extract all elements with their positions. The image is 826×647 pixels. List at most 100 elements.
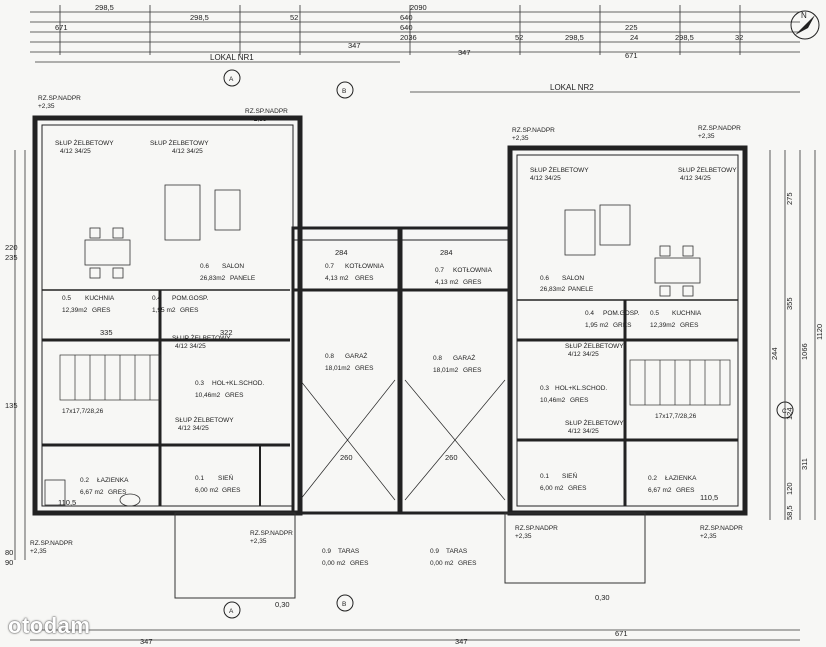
dim-top-13: 32 xyxy=(735,33,743,42)
room-label-sien-1: 0.1 SIEŃ 6,00 m2 GRES xyxy=(195,473,241,494)
svg-text:SALON: SALON xyxy=(222,263,244,270)
svg-text:GRES: GRES xyxy=(568,485,587,492)
right-dimension-lines xyxy=(769,150,816,520)
svg-text:+2,35: +2,35 xyxy=(250,116,267,123)
annotation-rz-nadpr-1: RZ.SP.NADPR +2,35 xyxy=(38,95,81,110)
svg-text:RZ.SP.NADPR: RZ.SP.NADPR xyxy=(515,525,558,532)
dim-top-3: 2090 xyxy=(410,3,427,12)
dim-110-5-right: 110,5 xyxy=(700,493,718,502)
left-dimension-lines xyxy=(14,150,26,560)
svg-text:0.8: 0.8 xyxy=(433,355,442,362)
dim-right-1: 275 xyxy=(785,192,794,205)
annotation-slup-3: SŁUP ŻELBETOWY 4/12 34/25 xyxy=(172,333,231,350)
svg-text:6,00 m2: 6,00 m2 xyxy=(195,487,219,494)
dim-top-16: 347 xyxy=(348,41,361,50)
dim-right-4: 1120 xyxy=(815,324,824,340)
room-label-kuchnia-2: 0.5 KUCHNIA 12,39m2 GRES xyxy=(650,310,702,329)
svg-text:0,00 m2: 0,00 m2 xyxy=(430,560,454,567)
svg-text:GRES: GRES xyxy=(225,392,244,399)
svg-text:SŁUP ŻELBETOWY: SŁUP ŻELBETOWY xyxy=(150,138,209,147)
annotation-rz-nadpr-5: RZ.SP.NADPR +2,35 xyxy=(250,530,293,545)
room-label-kotlownia-2: 0.7 KOTŁOWNIA 4,13 m2 GRES xyxy=(435,267,493,286)
svg-text:TARAS: TARAS xyxy=(446,548,468,555)
dim-335: 335 xyxy=(100,328,113,337)
dim-top-8: 2036 xyxy=(400,33,417,42)
svg-text:0.5: 0.5 xyxy=(650,310,659,317)
dim-top-11: 24 xyxy=(630,33,638,42)
svg-text:POM.GOSP.: POM.GOSP. xyxy=(603,310,640,317)
dim-bottom-1: 347 xyxy=(140,637,153,646)
svg-text:4,13 m2: 4,13 m2 xyxy=(325,275,349,282)
svg-text:SŁUP ŻELBETOWY: SŁUP ŻELBETOWY xyxy=(172,333,231,342)
svg-text:GARAŻ: GARAŻ xyxy=(453,353,475,362)
svg-text:SŁUP ŻELBETOWY: SŁUP ŻELBETOWY xyxy=(565,418,624,427)
dim-top-2: 298,5 xyxy=(190,13,209,22)
svg-text:SALON: SALON xyxy=(562,275,584,282)
svg-text:+2,35: +2,35 xyxy=(38,103,55,110)
dim-top-7: 640 xyxy=(400,23,413,32)
dim-top-5: 52 xyxy=(290,13,298,22)
stairs-label-1: 17x17,7/28,26 xyxy=(62,408,104,415)
svg-text:GRES: GRES xyxy=(463,279,482,286)
dim-left-5: 90 xyxy=(5,558,13,567)
svg-text:10,46m2: 10,46m2 xyxy=(195,392,221,399)
sofa-unit-1 xyxy=(164,184,241,241)
svg-text:+2,35: +2,35 xyxy=(30,548,47,555)
dim-left-3: 135 xyxy=(5,401,18,410)
svg-text:+2,35: +2,35 xyxy=(250,538,267,545)
svg-text:RZ.SP.NADPR: RZ.SP.NADPR xyxy=(245,108,288,115)
svg-text:C: C xyxy=(782,408,787,415)
svg-text:4/12 34/25: 4/12 34/25 xyxy=(178,425,209,432)
annotation-slup-5: SŁUP ŻELBETOWY 4/12 34/25 xyxy=(530,165,589,182)
room-label-kotlownia-1: 0.7 KOTŁOWNIA 4,13 m2 GRES xyxy=(325,263,385,282)
dim-top-15: 671 xyxy=(625,51,638,60)
svg-text:SIEŃ: SIEŃ xyxy=(562,471,577,480)
room-label-salon-1: 0.6 SALON 26,83m2 PANELE xyxy=(200,263,256,282)
dim-260-right: 260 xyxy=(445,453,458,462)
svg-text:18,01m2: 18,01m2 xyxy=(325,365,351,372)
svg-text:SŁUP ŻELBETOWY: SŁUP ŻELBETOWY xyxy=(678,165,737,174)
room-label-lazienka-2: 0.2 ŁAZIENKA 6,67 m2 GRES xyxy=(648,475,697,494)
svg-text:B: B xyxy=(342,601,346,608)
svg-text:RZ.SP.NADPR: RZ.SP.NADPR xyxy=(38,95,81,102)
bottom-dimension-lines xyxy=(30,629,800,641)
svg-text:A: A xyxy=(229,76,234,83)
dim-0-30-left: 0,30 xyxy=(275,600,290,609)
svg-text:GARAŻ: GARAŻ xyxy=(345,351,367,360)
svg-text:0.2: 0.2 xyxy=(648,475,657,482)
svg-text:1,95 m2: 1,95 m2 xyxy=(152,307,176,314)
svg-text:0.7: 0.7 xyxy=(325,263,334,270)
annotation-rz-nadpr-4: RZ.SP.NADPR +2,35 xyxy=(698,125,741,140)
svg-text:0.1: 0.1 xyxy=(195,475,204,482)
svg-text:HOL+KL.SCHOD.: HOL+KL.SCHOD. xyxy=(555,385,607,392)
svg-text:GRES: GRES xyxy=(458,560,477,567)
svg-text:1,95 m2: 1,95 m2 xyxy=(585,322,609,329)
room-label-taras-1: 0.9 TARAS 0,00 m2 GRES xyxy=(322,548,369,567)
otodam-watermark: otodam xyxy=(8,613,91,638)
dim-top-10: 298,5 xyxy=(565,33,584,42)
dim-right-7: 124 xyxy=(785,407,794,420)
svg-text:4/12 34/25: 4/12 34/25 xyxy=(60,148,91,155)
svg-text:18,01m2: 18,01m2 xyxy=(433,367,459,374)
svg-text:PANELE: PANELE xyxy=(230,275,256,282)
svg-text:GRES: GRES xyxy=(355,275,374,282)
svg-text:B: B xyxy=(342,88,346,95)
annotation-slup-4: SŁUP ŻELBETOWY 4/12 34/25 xyxy=(175,415,234,432)
svg-text:4/12 34/25: 4/12 34/25 xyxy=(680,175,711,182)
svg-text:0.5: 0.5 xyxy=(62,295,71,302)
svg-text:KOTŁOWNIA: KOTŁOWNIA xyxy=(453,267,493,274)
dim-right-8: 120 xyxy=(785,482,794,495)
svg-text:RZ.SP.NADPR: RZ.SP.NADPR xyxy=(700,525,743,532)
svg-text:10,46m2: 10,46m2 xyxy=(540,397,566,404)
svg-text:A: A xyxy=(229,608,234,615)
svg-text:0.6: 0.6 xyxy=(200,263,209,270)
dim-284-left: 284 xyxy=(335,248,348,257)
svg-text:HOL+KL.SCHOD.: HOL+KL.SCHOD. xyxy=(212,380,264,387)
room-label-pom-gosp-2: 0.4 POM.GOSP. 1,95 m2 GRES xyxy=(585,310,640,329)
dim-top-17: 347 xyxy=(458,48,471,57)
room-label-taras-2: 0.9 TARAS 0,00 m2 GRES xyxy=(430,548,477,567)
dining-table-unit-2 xyxy=(654,245,701,297)
room-label-hol-2: 0.3 HOL+KL.SCHOD. 10,46m2 GRES xyxy=(540,385,607,404)
stairs-label-2: 17x17,7/28,26 xyxy=(655,413,697,420)
